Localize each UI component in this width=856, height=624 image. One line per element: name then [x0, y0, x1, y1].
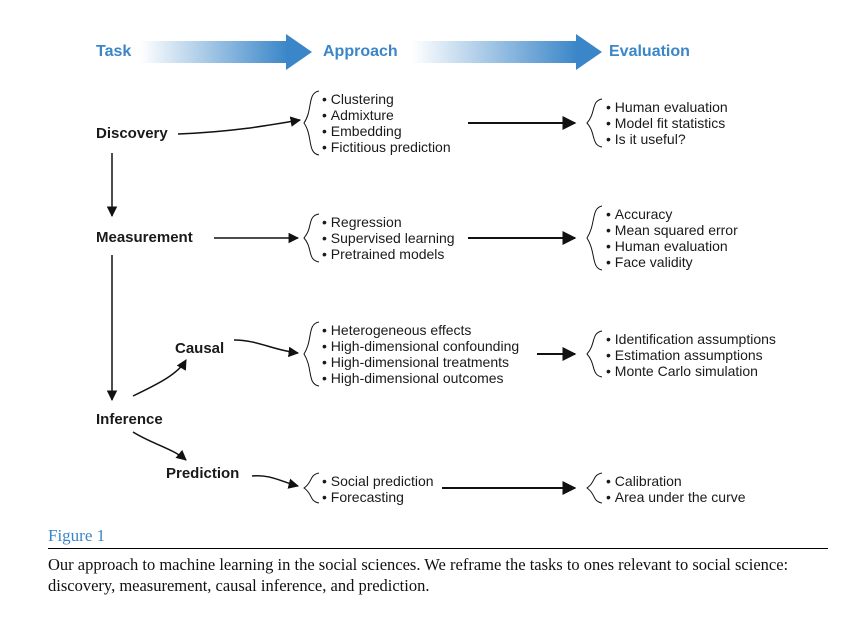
brace-eval-discovery — [586, 98, 603, 148]
brace-approach-causal — [303, 321, 320, 387]
task-measurement: Measurement — [96, 229, 193, 246]
list-item: High-dimensional outcomes — [322, 370, 519, 386]
header-arrow-approach-evaluation — [412, 34, 602, 70]
eval-list-causal: Identification assumptions Estimation as… — [606, 331, 776, 379]
list-item: Social prediction — [322, 473, 434, 489]
list-item: Mean squared error — [606, 222, 738, 238]
arrow-discovery-approach — [177, 116, 302, 135]
brace-approach-measurement — [303, 213, 320, 263]
header-arrow-task-approach — [140, 34, 312, 70]
task-inference: Inference — [96, 411, 163, 428]
list-item: High-dimensional treatments — [322, 354, 519, 370]
eval-list-discovery: Human evaluation Model fit statistics Is… — [606, 99, 728, 147]
list-item: Face validity — [606, 254, 738, 270]
brace-eval-measurement — [586, 205, 603, 271]
list-item: Forecasting — [322, 489, 434, 505]
list-item: Human evaluation — [606, 238, 738, 254]
task-discovery: Discovery — [96, 125, 168, 142]
list-item: Embedding — [322, 123, 451, 139]
list-item: Clustering — [322, 91, 451, 107]
list-item: Human evaluation — [606, 99, 728, 115]
caption-divider — [48, 548, 828, 549]
list-item: Accuracy — [606, 206, 738, 222]
list-item: Area under the curve — [606, 489, 746, 505]
eval-list-measurement: Accuracy Mean squared error Human evalua… — [606, 206, 738, 270]
brace-approach-prediction — [303, 472, 320, 504]
list-item: Is it useful? — [606, 131, 728, 147]
figure-caption: Our approach to machine learning in the … — [48, 555, 789, 595]
approach-list-causal: Heterogeneous effects High-dimensional c… — [322, 322, 519, 386]
header-evaluation: Evaluation — [609, 43, 690, 60]
list-item: Regression — [322, 214, 455, 230]
list-item: Heterogeneous effects — [322, 322, 519, 338]
list-item: Identification assumptions — [606, 331, 776, 347]
approach-list-measurement: Regression Supervised learning Pretraine… — [322, 214, 455, 262]
arrow-prediction-approach — [251, 474, 300, 489]
header-approach: Approach — [323, 43, 398, 60]
task-prediction: Prediction — [166, 465, 240, 482]
brace-eval-prediction — [586, 472, 603, 504]
arrow-inference-causal — [132, 359, 187, 397]
list-item: Estimation assumptions — [606, 347, 776, 363]
list-item: Pretrained models — [322, 246, 455, 262]
list-item: Model fit statistics — [606, 115, 728, 131]
figure-label: Figure 1 — [48, 526, 106, 545]
list-item: Fictitious prediction — [322, 139, 451, 155]
arrow-inference-prediction — [132, 431, 187, 461]
brace-eval-causal — [586, 330, 603, 378]
approach-list-discovery: Clustering Admixture Embedding Fictitiou… — [322, 91, 451, 155]
header-task: Task — [96, 43, 132, 60]
eval-list-prediction: Calibration Area under the curve — [606, 473, 746, 505]
approach-list-prediction: Social prediction Forecasting — [322, 473, 434, 505]
list-item: Calibration — [606, 473, 746, 489]
list-item: Admixture — [322, 107, 451, 123]
task-causal: Causal — [175, 340, 225, 357]
list-item: Monte Carlo simulation — [606, 363, 776, 379]
brace-approach-discovery — [303, 90, 320, 156]
arrow-causal-approach — [233, 339, 300, 358]
list-item: Supervised learning — [322, 230, 455, 246]
list-item: High-dimensional confounding — [322, 338, 519, 354]
